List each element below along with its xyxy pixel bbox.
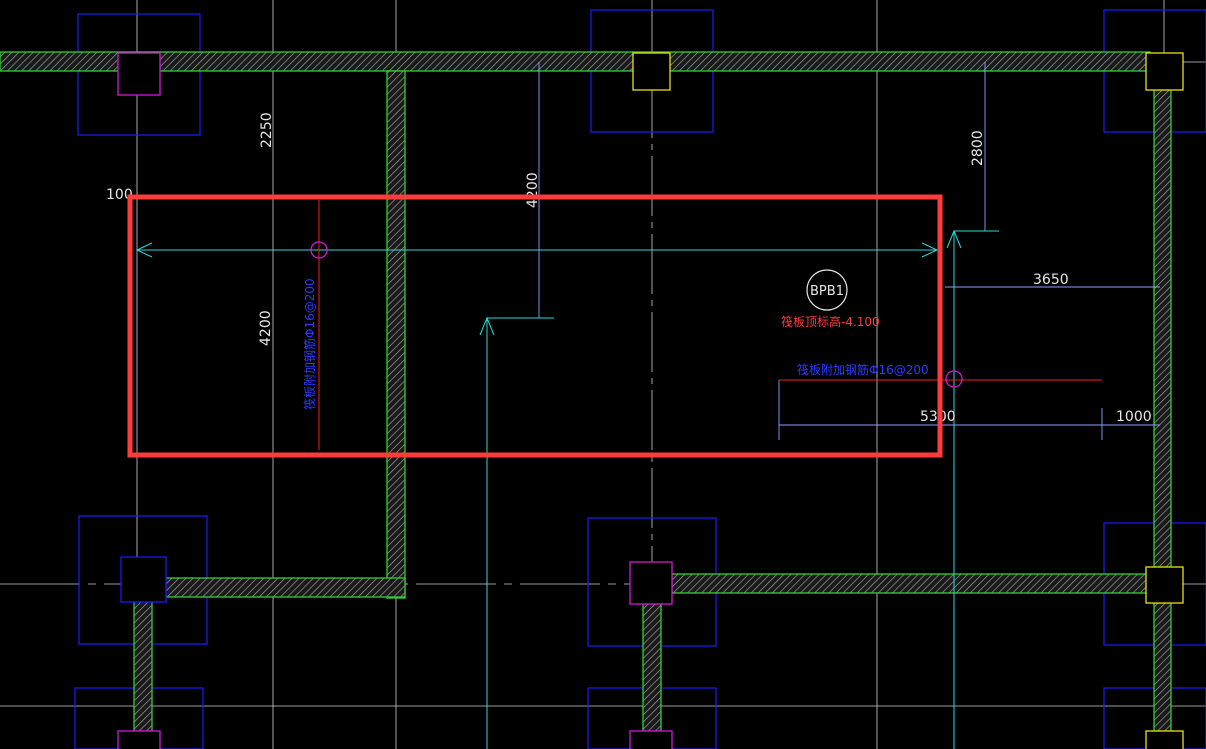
column-yellow: [632, 52, 671, 91]
pad-outline: [77, 13, 201, 136]
arrow-right-icon: [921, 242, 939, 258]
rebar-marker-icon: [945, 370, 963, 388]
column-yellow: [1145, 566, 1184, 604]
column-magenta: [629, 561, 673, 605]
dimension-100: 100: [106, 187, 133, 203]
dimension-lines: [135, 229, 999, 749]
dimension-4200-top: 4200: [525, 172, 541, 208]
rebar-marker-icon: [310, 241, 328, 259]
highlight-selection-box: [127, 194, 943, 458]
rebar-markers: [310, 241, 963, 388]
rebar-label-horizontal: 筏板附加钢筋Φ16@200: [797, 362, 929, 377]
rebar-label-vertical: 筏板附加钢筋Φ16@200: [302, 278, 317, 410]
column-blue: [120, 556, 167, 603]
column-magenta: [117, 730, 161, 749]
dimension-3650: 3650: [1033, 272, 1069, 288]
wall-vertical-mid: [386, 70, 406, 599]
arrow-left-icon: [135, 242, 153, 258]
wall-lower-left: [164, 577, 406, 598]
dimension-2250: 2250: [259, 112, 275, 148]
wall-lower-right: [671, 573, 1148, 594]
wall-vertical-right: [1153, 88, 1172, 749]
column-magenta: [117, 52, 161, 96]
dimension-4200-left: 4200: [258, 310, 274, 346]
columns: [117, 52, 1184, 749]
wall-vertical-left: [133, 596, 153, 749]
rebar-lines: [318, 200, 1102, 450]
dimension-1000: 1000: [1116, 409, 1152, 425]
column-yellow: [1145, 730, 1184, 749]
wall-top-horizontal: [0, 51, 1151, 72]
slab-elevation-label: 筏板顶标高-4.100: [781, 314, 880, 329]
wall-vertical-center: [642, 599, 662, 749]
extension-lines: [538, 62, 1160, 440]
dimension-2800: 2800: [970, 130, 986, 166]
column-magenta: [629, 730, 673, 749]
slab-tag-circle: [806, 269, 848, 311]
slab-tag: BPB1: [810, 284, 844, 299]
column-yellow: [1145, 52, 1184, 91]
